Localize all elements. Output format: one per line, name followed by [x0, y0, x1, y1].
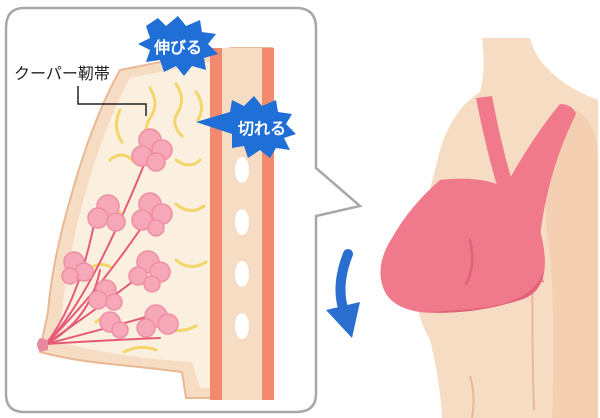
tear-callout: 切れる	[196, 96, 296, 158]
burst-shape	[138, 16, 218, 76]
stretch-label: 伸びる	[153, 38, 202, 57]
leader-line	[77, 86, 147, 116]
rib	[235, 261, 249, 287]
mammary-glands	[61, 128, 179, 339]
bra-cup-shadow	[420, 270, 544, 313]
stretch-callout: 伸びる	[138, 16, 218, 76]
bra-cup	[380, 178, 545, 313]
tear-label: 切れる	[238, 119, 286, 138]
cooper-ligament-label-group: クーパー靭帯	[14, 64, 147, 116]
burst-shape	[196, 96, 296, 158]
rib	[235, 209, 249, 235]
arrow-head	[326, 302, 360, 338]
downward-arrow	[326, 249, 360, 338]
bra-strap	[476, 96, 516, 196]
nipple	[37, 338, 48, 352]
rib	[235, 313, 249, 339]
arm	[545, 106, 598, 418]
torso-figure	[380, 38, 598, 418]
body-line	[469, 375, 475, 418]
bra-cup-highlight	[464, 238, 474, 286]
cooper-ligament-label: クーパー靭帯	[14, 64, 110, 83]
breast-cross-section	[37, 47, 274, 400]
rib	[235, 157, 249, 183]
